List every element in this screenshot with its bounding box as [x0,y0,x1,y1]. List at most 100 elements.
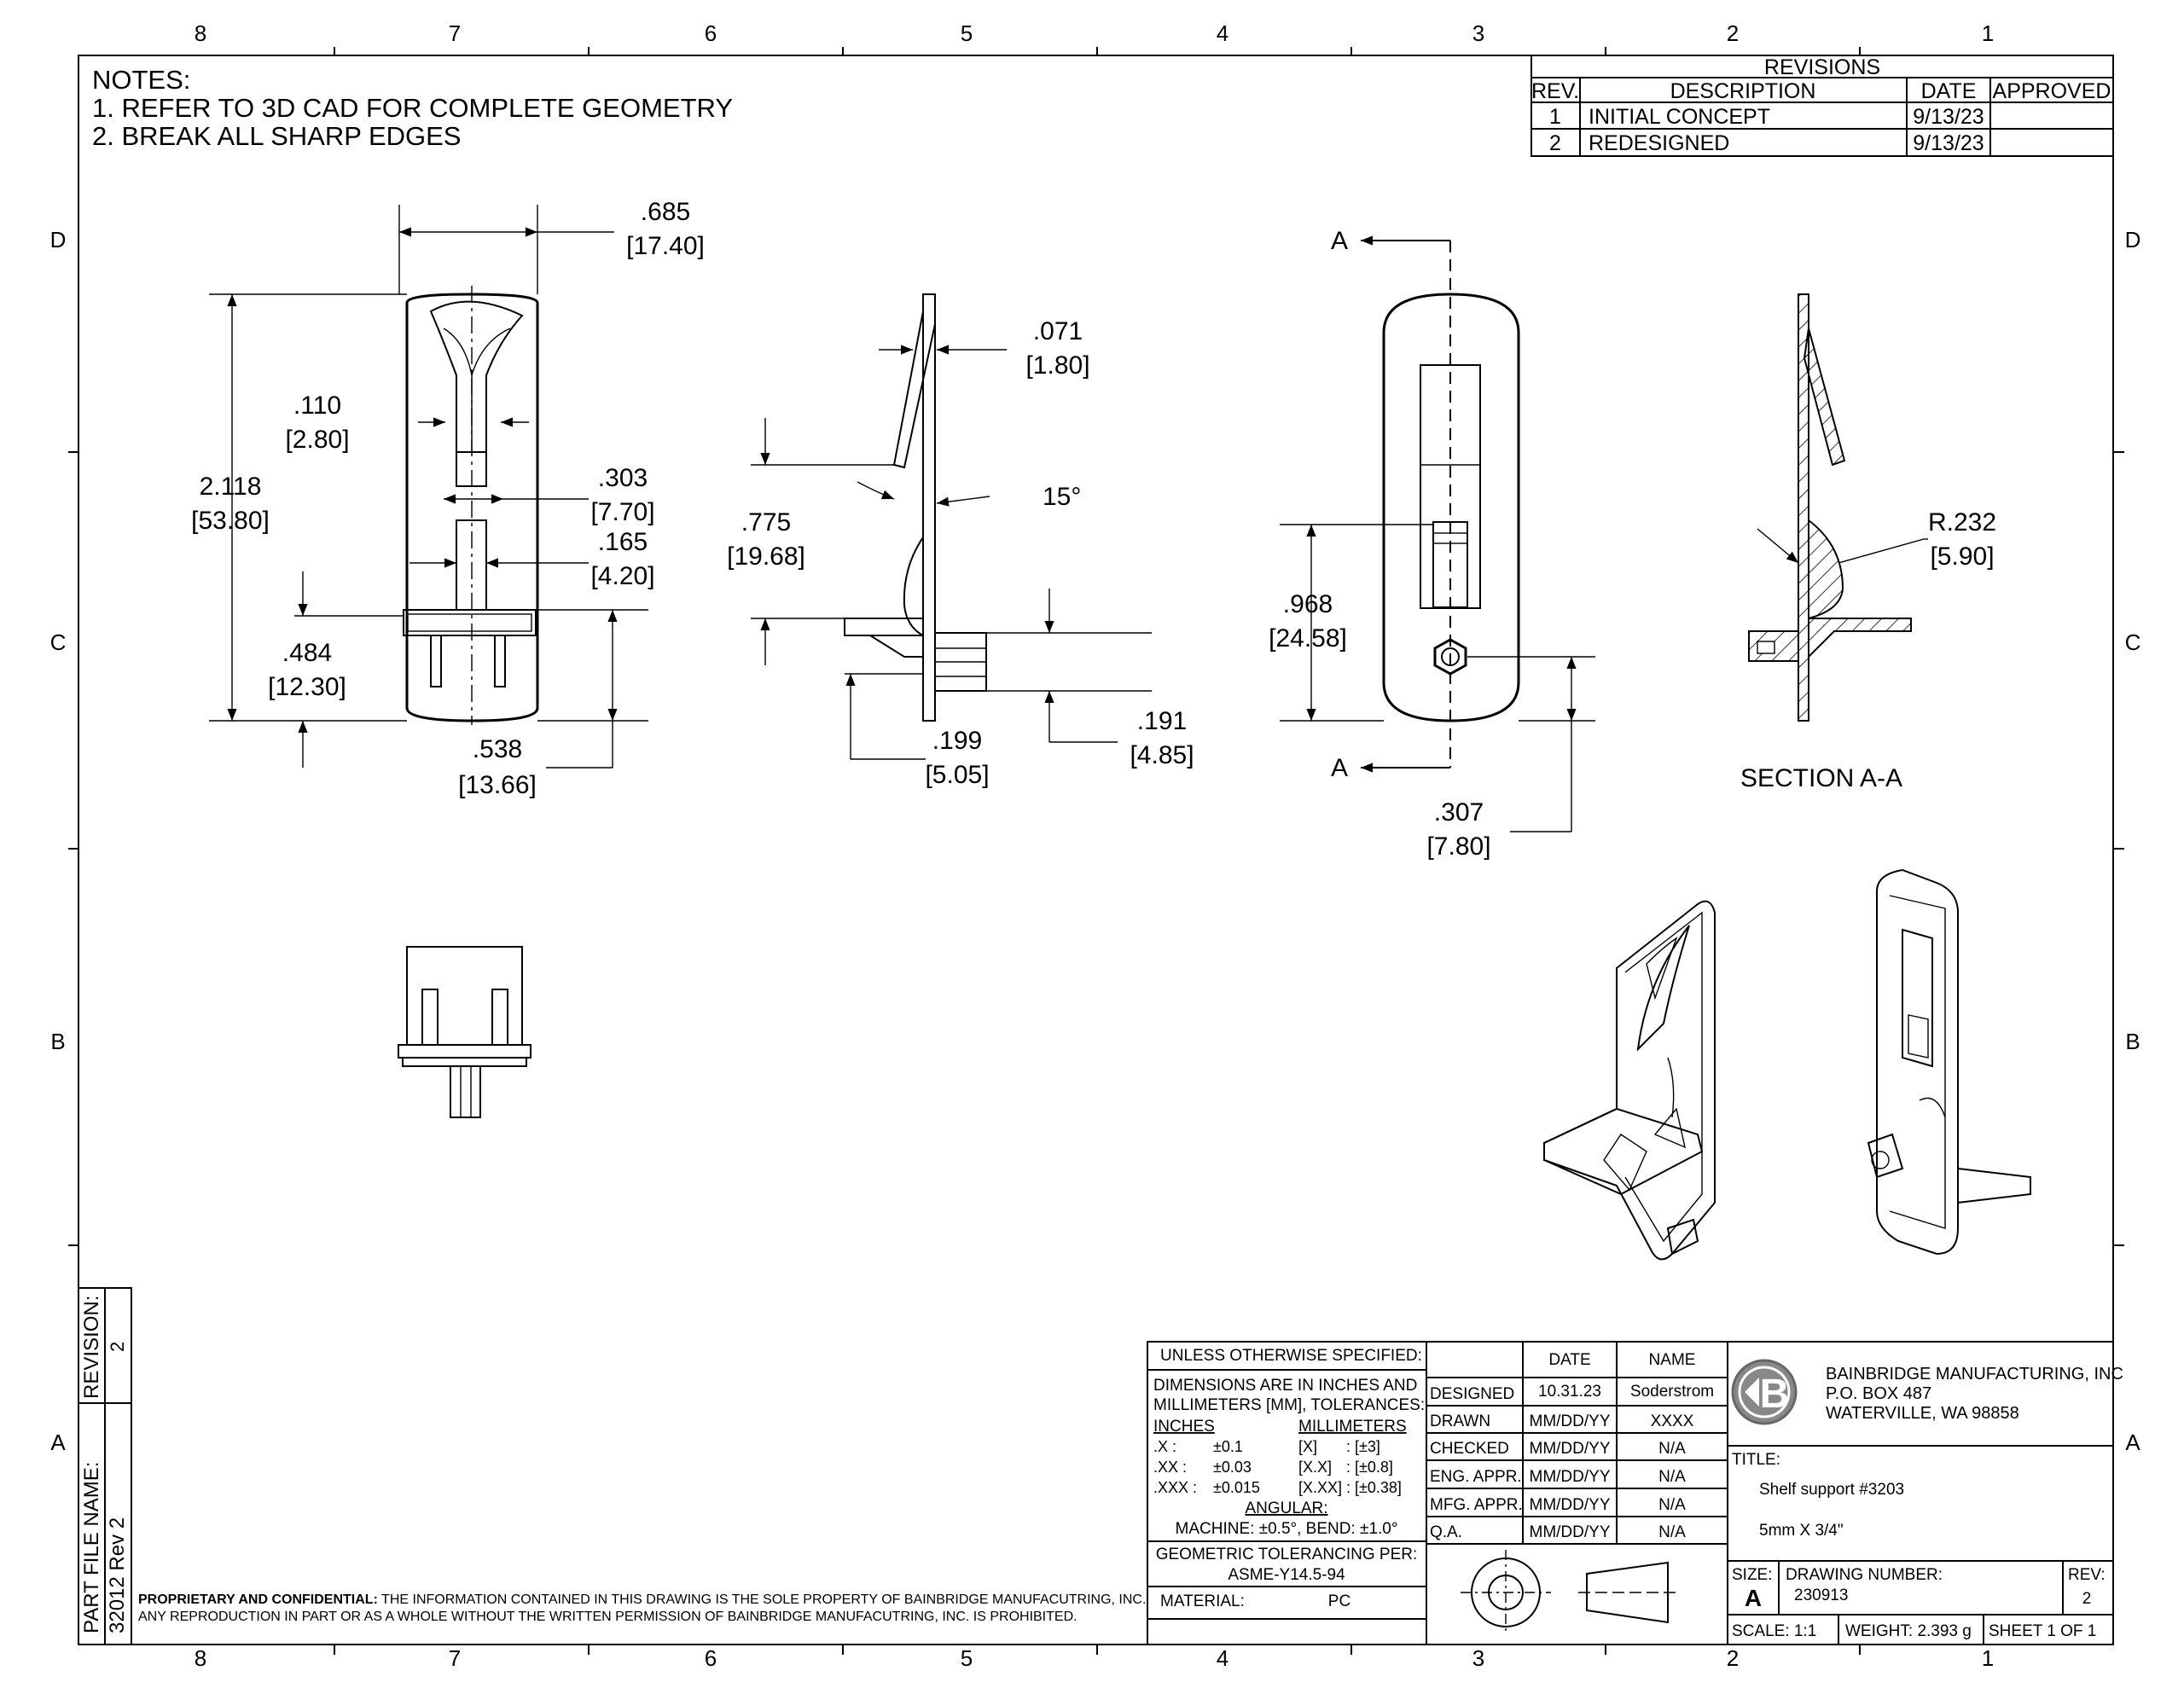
zone-col: 7 [449,1645,461,1671]
tb-role: MFG. APPR. [1430,1496,1523,1514]
tb-rev: 2 [2082,1590,2092,1608]
zone-col: 7 [449,20,461,46]
isometric-view-front [1543,900,1716,1261]
zone-col: 1 [1982,20,1994,46]
svg-text:PROPRIETARY AND CONFIDENTIAL:: PROPRIETARY AND CONFIDENTIAL: THE INFORM… [138,1592,1146,1607]
dim-h-mm: [24.58] [1269,624,1347,653]
zone-labels-bottom: 8 7 6 5 4 3 2 1 [195,1645,1994,1671]
tb-name: N/A [1658,1496,1686,1514]
tb-rev-label: REV: [2068,1566,2106,1584]
side-view-dimensions: .071 [1.80] 15° .775 [19.68] .199 [5.05]… [727,317,1194,789]
dim-width-in: .685 [641,198,690,226]
tb-dwg-label: DRAWING NUMBER: [1786,1566,1943,1584]
rev-header: REV. [1531,79,1579,103]
dim-angle: 15° [1043,483,1081,511]
projection-symbol-icon [1461,1550,1676,1635]
zone-col: 5 [961,20,973,46]
tb-title1: Shelf support #3203 [1759,1481,1904,1499]
svg-text:B: B [1760,1372,1790,1417]
revisions-title: REVISIONS [1764,55,1880,79]
tb-role: DRAWN [1430,1412,1490,1430]
tb-date: MM/DD/YY [1530,1496,1611,1514]
tb-tol-mk: [X.X] [1298,1459,1332,1476]
tb-address1: P.O. BOX 487 [1826,1384,1931,1403]
proprietary-statement: PROPRIETARY AND CONFIDENTIAL: THE INFORM… [138,1592,1146,1624]
side-revision-value: 2 [107,1342,128,1352]
zone-row: D [2125,227,2141,252]
tb-role: DESIGNED [1430,1385,1514,1403]
tb-tol-k: .XX : [1153,1459,1187,1476]
zone-col: 1 [1982,1645,1994,1671]
revisions-table: REVISIONS REV. DESCRIPTION DATE APPROVED… [1531,55,2114,157]
zone-row: C [2125,629,2141,655]
tb-role: Q.A. [1430,1523,1462,1541]
dim-a-mm: [7.70] [590,498,654,526]
tb-date: 10.31.23 [1538,1383,1601,1401]
tb-sign-header: NAME [1649,1351,1696,1369]
zone-col: 4 [1217,1645,1228,1671]
side-block: REVISION: 2 PART FILE NAME: 32012 Rev 2 [78,1287,132,1645]
tb-dims1: DIMENSIONS ARE IN INCHES AND [1153,1377,1417,1395]
dim-pinpos-in: .307 [1434,798,1484,827]
side-file-value: 32012 Rev 2 [106,1517,129,1633]
dim-b-mm: [4.20] [590,562,654,590]
rev-header: APPROVED [1993,79,2111,103]
back-view: A A [1331,227,1520,782]
note-item: 2. BREAK ALL SHARP EDGES [92,121,461,151]
dim-height-mm: [53.80] [191,507,270,535]
dim-ledge-in: .484 [282,639,332,667]
dim-base-in: .538 [473,735,522,763]
dim-height-in: 2.118 [200,473,262,501]
dim-pinpos-mm: [7.80] [1426,832,1490,861]
back-view-dimensions: .968 [24.58] .307 [7.80] [1269,524,1595,861]
tb-unless: UNLESS OTHERWISE SPECIFIED: [1160,1347,1422,1365]
zone-row: B [50,1029,65,1054]
tb-material: PC [1328,1592,1350,1610]
dim-h-in: .968 [1283,590,1333,618]
tb-inches-hdr: INCHES [1153,1418,1215,1436]
tb-date: MM/DD/YY [1530,1523,1611,1541]
tb-tol-v: ±0.03 [1213,1459,1252,1476]
dim-a-in: .303 [598,464,648,492]
proprietary-line2: ANY REPRODUCTION IN PART OR AS A WHOLE W… [138,1610,1077,1624]
company-logo: B [1731,1359,1798,1425]
dim-width-mm: [17.40] [626,232,705,260]
bottom-view [398,946,531,1118]
tb-name: N/A [1658,1440,1686,1458]
tb-name: Soderstrom [1630,1383,1714,1401]
tb-tol-mk: [X] [1298,1438,1317,1455]
dim-arm-in: .775 [741,508,791,537]
tb-tol-k: .XXX : [1153,1479,1197,1496]
tb-gt-label: GEOMETRIC TOLERANCING PER: [1156,1546,1418,1563]
dim-pin2-in: .191 [1137,707,1187,735]
tb-angular-hdr: ANGULAR: [1245,1499,1327,1517]
tb-tol-v: ±0.015 [1213,1479,1260,1496]
tb-size: A [1745,1585,1762,1611]
isometric-view-back [1867,868,2031,1256]
dim-radius-mm: [5.90] [1930,542,1994,571]
tb-tol-mv: : [±0.38] [1346,1479,1402,1496]
side-view [844,293,1152,722]
tb-scale: SCALE: 1:1 [1732,1622,1816,1640]
tb-size-label: SIZE: [1732,1566,1773,1584]
section-label: SECTION A-A [1740,764,1902,792]
dim-pin-mm: [5.05] [925,761,989,789]
tb-material-label: MATERIAL: [1160,1592,1245,1610]
tb-sheet: SHEET 1 OF 1 [1989,1622,2096,1640]
title-block: UNLESS OTHERWISE SPECIFIED: DIMENSIONS A… [1147,1341,2123,1645]
zone-col: 6 [705,1645,717,1671]
tb-tol-mv: : [±0.8] [1346,1459,1393,1476]
tb-name: N/A [1658,1468,1686,1486]
dim-pin2-mm: [4.85] [1130,741,1194,769]
tb-tol-v: ±0.1 [1213,1438,1243,1455]
zone-col: 8 [195,20,206,46]
dim-pin-in: .199 [932,727,982,755]
side-file-label: PART FILE NAME: [80,1462,103,1633]
front-view [403,286,539,725]
tb-date: MM/DD/YY [1530,1412,1611,1430]
tb-address2: WATERVILLE, WA 98858 [1826,1404,2019,1423]
tb-dwg: 230913 [1794,1586,1848,1604]
rev-cell: 1 [1549,105,1561,129]
tb-role: CHECKED [1430,1440,1509,1458]
